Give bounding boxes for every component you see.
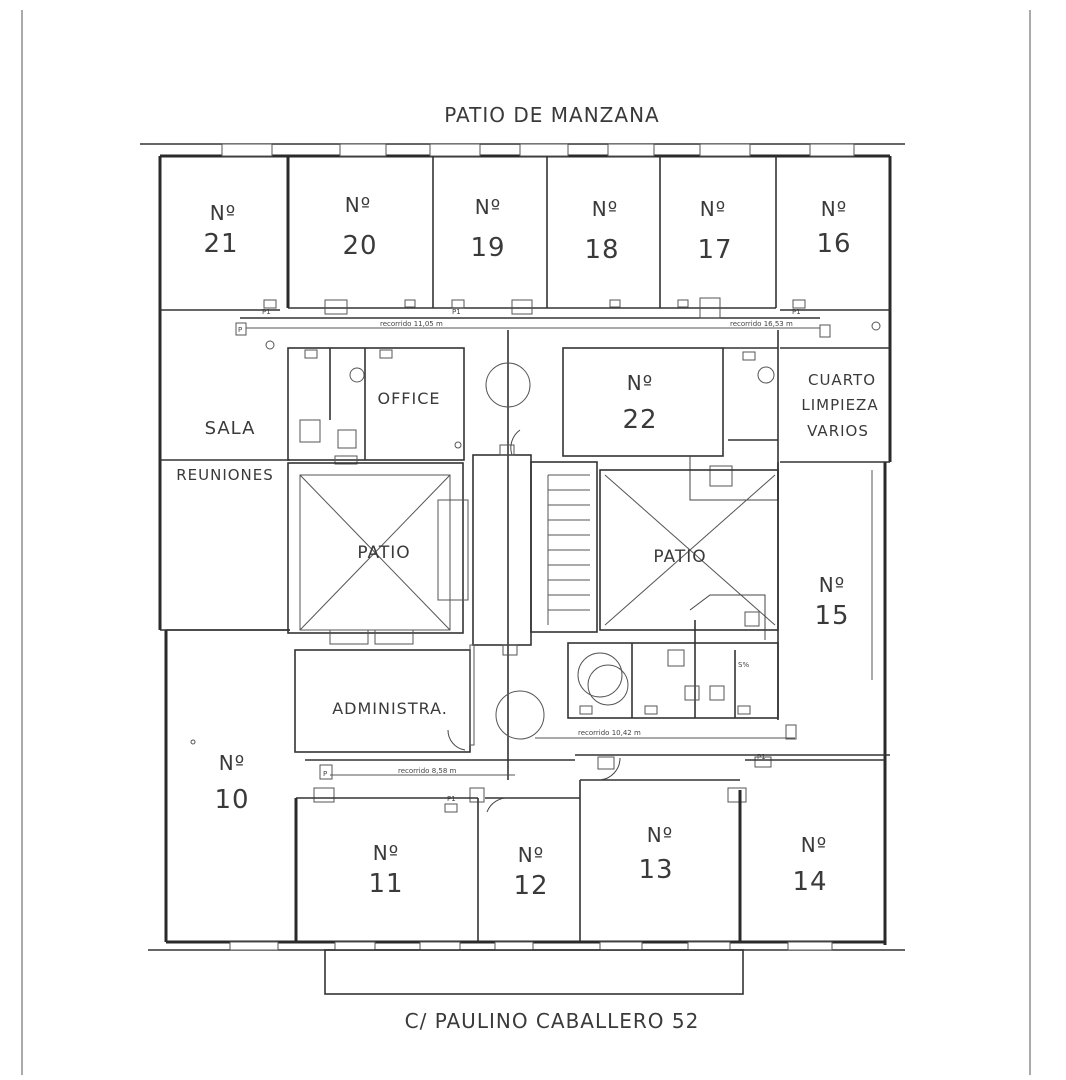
room-19: Nº 19	[470, 195, 505, 263]
office-label: OFFICE	[378, 389, 441, 408]
room-20-prefix: Nº	[345, 193, 371, 217]
stair-steps	[547, 474, 590, 625]
room-21-number: 21	[203, 229, 238, 259]
room-15: Nº 15	[777, 462, 873, 720]
room-18-number: 18	[584, 235, 619, 265]
sala-label-1: SALA	[205, 418, 256, 439]
room-16-prefix: Nº	[821, 197, 847, 221]
office-block-walls	[265, 340, 465, 465]
room-13: Nº 13	[638, 823, 673, 885]
room-14-number: 14	[792, 867, 827, 897]
sw-marker: S%	[738, 661, 749, 669]
room-11: Nº 11	[368, 841, 403, 899]
room-21-prefix: Nº	[210, 201, 236, 225]
room-22-prefix: Nº	[627, 371, 653, 395]
sala-reuniones-walls	[160, 459, 290, 631]
p-marker-left: P	[238, 326, 242, 334]
room-19-prefix: Nº	[475, 195, 501, 219]
corridor-top	[235, 297, 831, 338]
room-10: Nº 10	[166, 629, 290, 815]
p1-marker-bottom: P1	[447, 795, 456, 803]
room-11-number: 11	[368, 869, 403, 899]
room-14: Nº 14	[792, 833, 827, 897]
room-20: Nº 20	[342, 193, 377, 261]
p1-marker-right: P1	[792, 308, 801, 316]
patio-right-label: PATIO	[653, 547, 706, 567]
room-14-prefix: Nº	[801, 833, 827, 857]
p1-marker-mid: P1	[452, 308, 461, 316]
room-13-number: 13	[638, 855, 673, 885]
room-10-number: 10	[214, 785, 249, 815]
room-18-prefix: Nº	[592, 197, 618, 221]
entrance-box	[324, 949, 744, 995]
cuarto-label-3: VARIOS	[807, 422, 869, 440]
p-marker-bottom: P	[323, 770, 327, 778]
toilets-lower	[567, 594, 779, 719]
administracion	[294, 644, 475, 753]
room-11-prefix: Nº	[373, 841, 399, 865]
patio-left	[287, 462, 469, 645]
route-top-right: recorrido 16,53 m	[730, 320, 793, 328]
room-21: Nº 21	[203, 201, 238, 259]
room-16-number: 16	[816, 229, 851, 259]
room-15-prefix: Nº	[819, 573, 845, 597]
room-16: Nº 16	[816, 197, 851, 259]
room-18: Nº 18	[584, 197, 619, 265]
p1-marker-left: P1	[262, 308, 271, 316]
administra-label: ADMINISTRA.	[332, 699, 448, 718]
corridor-bottom	[305, 724, 890, 813]
top-label: PATIO DE MANZANA	[444, 103, 659, 127]
room-19-number: 19	[470, 233, 505, 263]
route-top-left: recorrido 11,05 m	[380, 320, 443, 328]
room-22-number: 22	[622, 405, 657, 435]
central-core	[447, 330, 598, 780]
bottom-row-walls	[294, 757, 885, 942]
cuarto-label-2: LIMPIEZA	[801, 396, 878, 414]
room-12-prefix: Nº	[518, 843, 544, 867]
cuarto-limpieza	[780, 321, 890, 463]
room-22: Nº 22	[562, 330, 779, 501]
room-15-number: 15	[814, 601, 849, 631]
room-12: Nº 12	[513, 843, 548, 901]
room-17-number: 17	[697, 235, 732, 265]
room-17: Nº 17	[697, 197, 732, 265]
top-row-walls	[160, 156, 890, 319]
patio-left-label: PATIO	[357, 543, 410, 563]
room-12-number: 12	[513, 871, 548, 901]
cuarto-label-1: CUARTO	[808, 371, 876, 389]
room-13-prefix: Nº	[647, 823, 673, 847]
room-10-prefix: Nº	[219, 751, 245, 775]
sala-label-2: REUNIONES	[176, 466, 274, 484]
route-mid-right: recorrido 10,42 m	[578, 729, 641, 737]
room-20-number: 20	[342, 231, 377, 261]
route-bottom-left: recorrido 8,58 m	[398, 767, 457, 775]
room-17-prefix: Nº	[700, 197, 726, 221]
bottom-label: C/ PAULINO CABALLERO 52	[405, 1009, 700, 1033]
top-windows	[221, 143, 855, 157]
